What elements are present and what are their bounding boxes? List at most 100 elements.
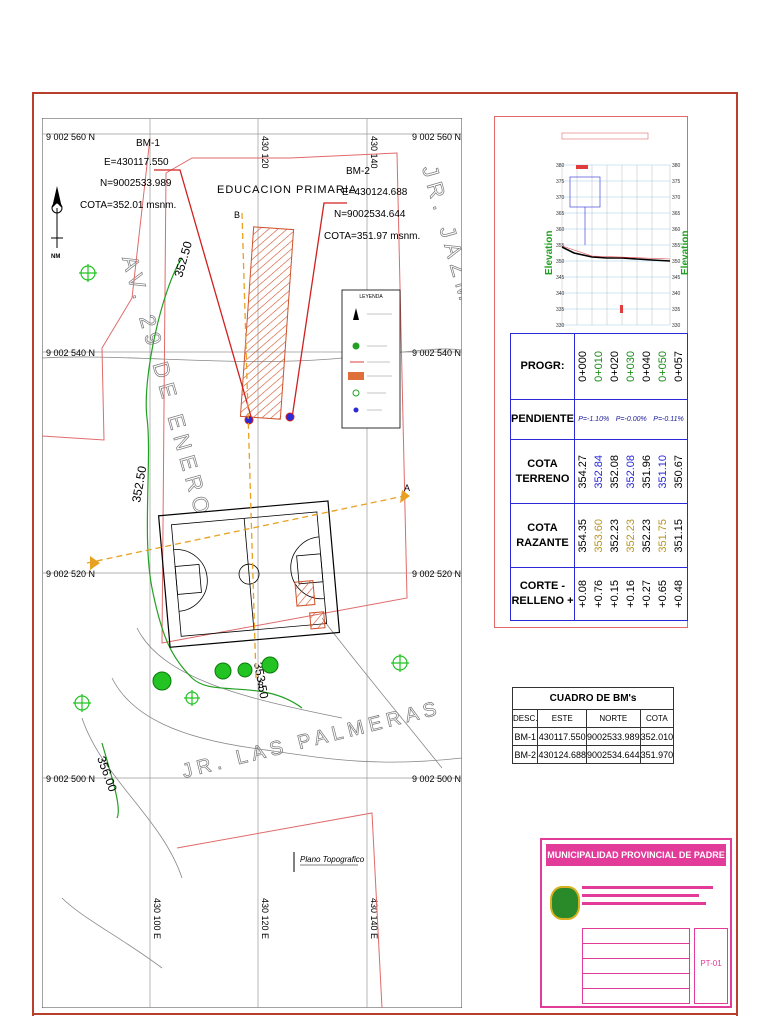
frame-bottom-line: [32, 1013, 738, 1015]
bm-cell: BM-1: [511, 727, 539, 746]
profile-cell: 351.10: [656, 454, 669, 489]
grid-n-500-right: 9 002 500 N: [412, 774, 461, 784]
contour-label: 352.50: [129, 465, 149, 504]
profile-cell: P=-0.00%: [615, 416, 647, 423]
profile-cell: +0.76: [592, 580, 605, 608]
green-contours: [101, 257, 303, 819]
north-arrow-icon: NM: [51, 186, 63, 260]
title-block-grid: [582, 928, 690, 1004]
profile-cell: P=-0.11%: [653, 416, 684, 423]
profile-cell: 352.08: [608, 454, 621, 489]
table-row: BM-2 430124.688 9002534.644 351.970: [511, 745, 675, 764]
row-label-pendiente: PENDIENTE: [510, 399, 575, 440]
y-tick-label: 350: [672, 259, 681, 265]
profile-cell: +0.16: [624, 580, 637, 608]
grid-n-560-right: 9 002 560 N: [412, 132, 461, 142]
profile-cell: 0+057: [672, 351, 685, 382]
bm-cell: 430117.550: [537, 727, 588, 746]
section-line-b: [241, 212, 257, 679]
profile-cell: 353.60: [592, 518, 605, 553]
bm2-east: E=430124.688: [342, 187, 408, 198]
grid-n-500: 9 002 500 N: [46, 774, 95, 784]
sheet-number: PT-01: [700, 959, 722, 968]
grid-e-120-top: 430 120: [260, 136, 270, 169]
profile-cell: 351.75: [656, 518, 669, 553]
row-label-corte-relleno: CORTE - RELLENO +: [510, 567, 575, 621]
bm2-tag: BM-2: [346, 166, 370, 177]
bm1-cota: COTA=352.01 msnm.: [80, 200, 176, 211]
grid-n-520: 9 002 520 N: [46, 569, 95, 579]
y-tick-label: 380: [672, 163, 681, 169]
profile-cell: 350.67: [672, 454, 685, 489]
bm2-north: N=9002534.644: [334, 209, 406, 220]
row-label-cota-terreno: COTA TERRENO: [510, 439, 575, 504]
grid-e-100: 430 100 E: [152, 898, 162, 939]
profile-cell: +0.15: [608, 580, 621, 608]
contour-label: 356.00: [94, 754, 120, 794]
tree-icon: [237, 662, 253, 678]
row-label-cota-razante: COTA RAZANTE: [510, 503, 575, 568]
shrub-icon: [184, 690, 200, 706]
profile-cell: 352.08: [624, 454, 637, 489]
grid-north-labels: 9 002 560 N 9 002 540 N 9 002 520 N 9 00…: [46, 132, 461, 784]
grid-n-560: 9 002 560 N: [46, 132, 95, 142]
profile-cell: 351.15: [672, 518, 685, 553]
plan-caption-label: Plano Topografico: [300, 855, 365, 864]
profile-cell: 352.23: [608, 518, 621, 553]
row-values-corte-relleno: +0.08+0.76+0.15+0.16+0.27+0.65+0.48: [573, 567, 689, 621]
profile-cell: +0.08: [576, 580, 589, 608]
y-tick-label: 370: [672, 195, 681, 201]
grid-n-520-right: 9 002 520 N: [412, 569, 461, 579]
y-tick-label: 370: [556, 195, 565, 201]
grid-e-140: 430 140 E: [369, 898, 379, 939]
bm-table-title: CUADRO DE BM's: [512, 687, 675, 709]
profile-annotation: [569, 176, 601, 208]
y-tick-label: 375: [556, 179, 565, 185]
profile-cell: 354.35: [576, 518, 589, 553]
tree-icon: [214, 662, 232, 680]
school-label: EDUCACION PRIMARIA: [217, 184, 357, 196]
profile-cell: 0+050: [656, 351, 669, 382]
grid-east-labels: 430 100 E 430 120 E 430 140 E 430 120 43…: [152, 136, 379, 939]
legend: LEYENDA: [341, 289, 401, 429]
y-tick-label: 380: [556, 163, 565, 169]
shrub-group: [73, 264, 409, 712]
grid-n-540: 9 002 540 N: [46, 348, 95, 358]
bm-cell: 352.010: [639, 727, 675, 746]
terrain-profile-line: [561, 246, 671, 262]
profile-cell: 351.96: [640, 454, 653, 489]
y-tick-label: 360: [556, 227, 565, 233]
bm-table: CUADRO DE BM's DESC. ESTE NORTE COTA BM-…: [511, 687, 675, 764]
profile-verticals: [561, 165, 671, 325]
bm-cell: BM-2: [511, 745, 539, 764]
tree-icon: [152, 671, 172, 691]
profile-cell: 352.84: [592, 454, 605, 489]
profile-cell: 0+040: [640, 351, 653, 382]
profile-cell: +0.48: [672, 580, 685, 608]
contour-label: 352.50: [171, 239, 195, 278]
bm-cell: 9002534.644: [586, 745, 641, 764]
site-plan: 9 002 560 N 9 002 540 N 9 002 520 N 9 00…: [42, 118, 462, 1008]
y-tick-label: 360: [672, 227, 681, 233]
shrub-icon: [79, 264, 97, 282]
profile-cell: +0.65: [656, 580, 669, 608]
bm-leaders: [154, 169, 347, 421]
profile-cell: P=-1.10%: [578, 416, 610, 423]
profile-cell: 0+020: [608, 351, 621, 382]
y-tick-label: 345: [672, 275, 681, 281]
terrain-lines: [42, 348, 462, 969]
y-tick-label: 340: [556, 291, 565, 297]
shrub-icon: [391, 654, 409, 672]
profile-panel: [494, 116, 688, 628]
bm-cell: 351.970: [639, 745, 675, 764]
profile-cell: 352.23: [624, 518, 637, 553]
section-mark-b: B: [258, 680, 264, 690]
drawing-frame: [32, 92, 738, 1016]
profile-cell: 354.27: [576, 454, 589, 489]
section-line-a: [86, 495, 405, 564]
y-tick-label: 355: [556, 243, 565, 249]
